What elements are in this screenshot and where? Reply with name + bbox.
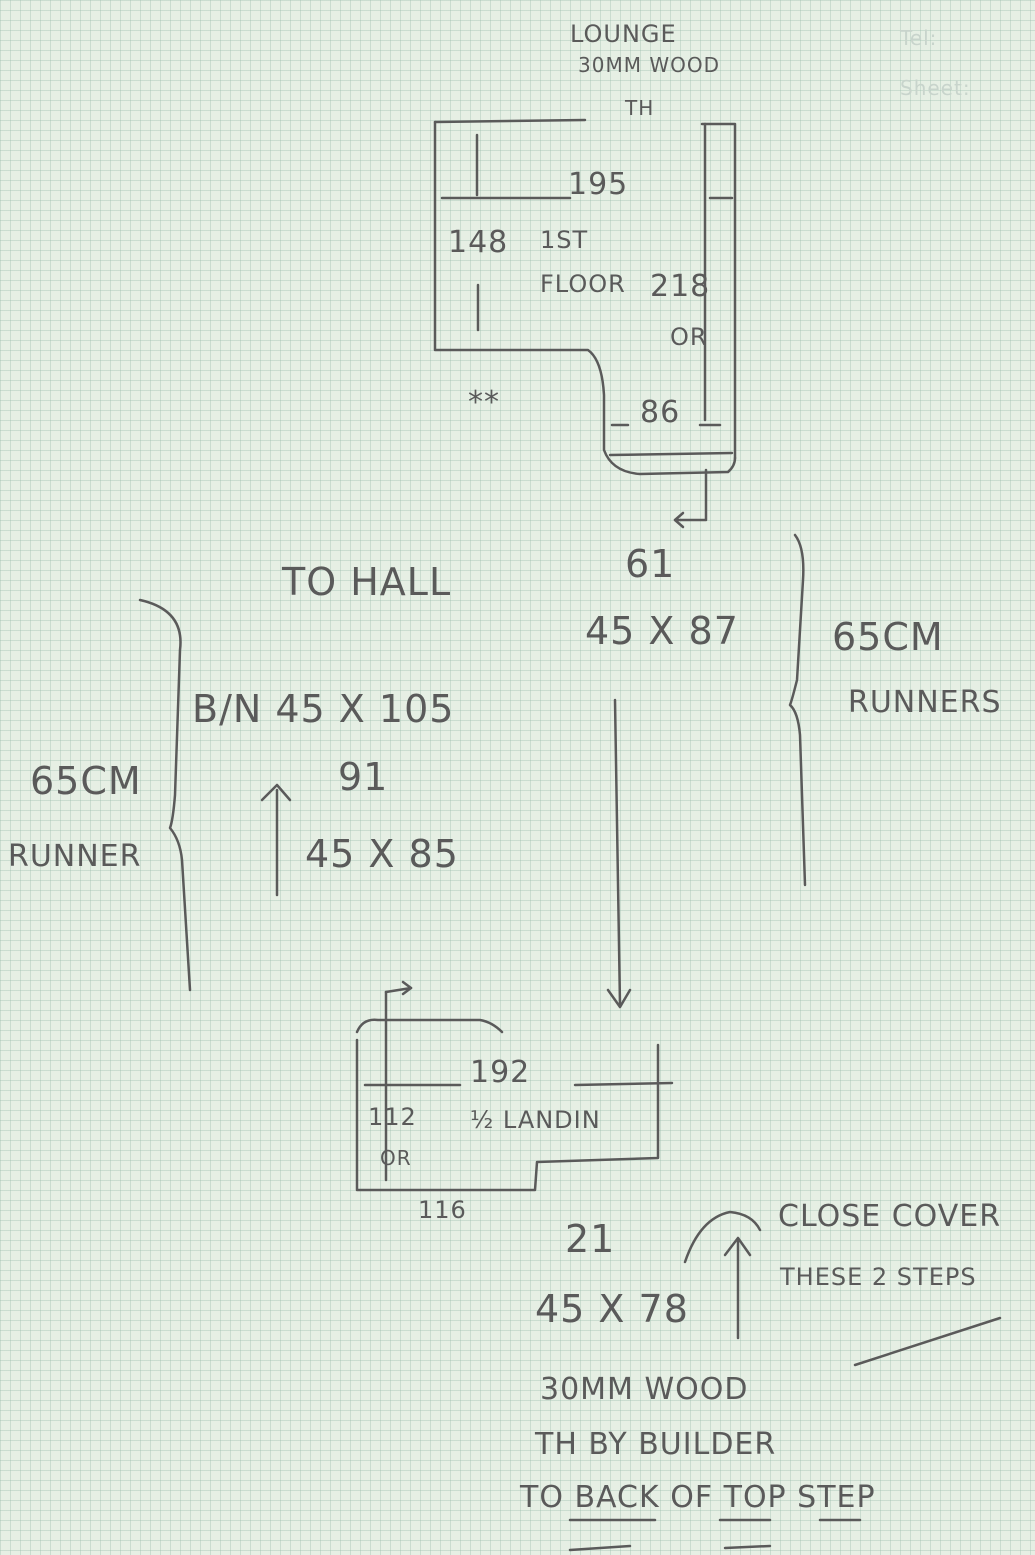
half-landing-label: ½ LANDIN (470, 1106, 601, 1134)
footer-top-step-note: TO BACK OF TOP STEP (520, 1480, 876, 1515)
hall-runner-width: 65CM (30, 759, 142, 803)
close-cover-note: CLOSE COVER (778, 1199, 1002, 1234)
upper-runner-width: 65CM (832, 615, 944, 659)
thickness-label: TH (625, 96, 655, 120)
landing-bottom-label: 116 (418, 1196, 467, 1224)
half-landing-depth-alt: OR (380, 1146, 412, 1170)
asterisk-marker: ** (468, 385, 500, 420)
upper-runner-label: RUNNERS (848, 685, 1002, 720)
first-floor-label-2: FLOOR (540, 270, 626, 298)
stairwell-depth-alt: OR (670, 323, 708, 351)
tel-label: Tel: (900, 26, 938, 50)
underlines (568, 1316, 1002, 1552)
these-steps-note: THESE 2 STEPS (780, 1263, 977, 1291)
top-floor-plan (433, 118, 737, 529)
landing-width-label: 195 (568, 167, 629, 202)
bottom-step-count: 21 (565, 1217, 616, 1261)
first-floor-label-1: 1ST (540, 226, 589, 254)
footer-builder-note: TH BY BUILDER (535, 1427, 777, 1462)
upper-step-size: 45 X 87 (585, 609, 739, 653)
upper-runner-brace (788, 533, 807, 887)
lounge-label: LOUNGE (570, 20, 677, 48)
flight-arrows (260, 698, 762, 1340)
footer-wood-spec: 30MM WOOD (540, 1372, 749, 1407)
hall-step-size: 45 X 85 (305, 832, 459, 876)
half-landing-width: 192 (470, 1055, 531, 1090)
upper-step-count: 61 (625, 542, 676, 586)
wood-spec-label: 30MM WOOD (578, 53, 720, 77)
landing-depth-label: 148 (448, 225, 509, 260)
hall-runner-label: RUNNER (8, 839, 142, 874)
bottom-step-size: 45 X 78 (535, 1287, 689, 1331)
sheet-label: Sheet: (900, 76, 971, 100)
hall-step-count: 91 (338, 755, 389, 799)
bn-step-size: B/N 45 X 105 (192, 687, 455, 731)
step-width-label: 86 (640, 395, 681, 430)
half-landing-plan (355, 980, 674, 1192)
hall-runner-brace (138, 598, 192, 992)
half-landing-depth: 112 (368, 1103, 417, 1131)
stairwell-depth-label: 218 (650, 269, 711, 304)
to-hall-label: TO HALL (282, 560, 452, 604)
